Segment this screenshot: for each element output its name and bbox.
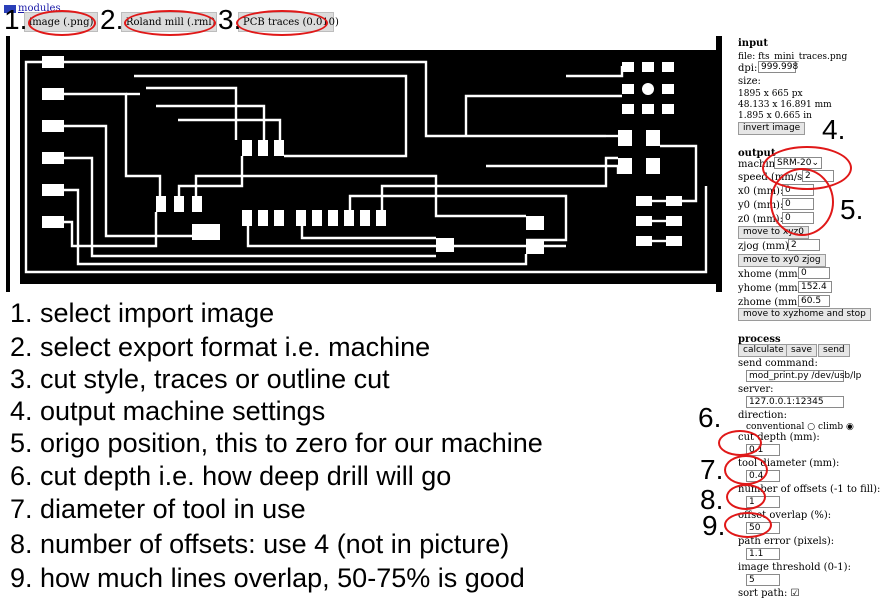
pcb-trace-preview xyxy=(6,36,726,292)
modules-link-label: modules xyxy=(18,3,61,14)
step-marker-6: 6. xyxy=(698,402,722,433)
threshold-label: image threshold (0-1): xyxy=(738,562,851,573)
annotation-oval-3 xyxy=(236,10,328,36)
modules-link[interactable]: modules xyxy=(4,3,61,14)
step-marker-5: 5. xyxy=(840,194,864,225)
path-error-label: path error (pixels): xyxy=(738,536,835,547)
zjog-label: zjog (mm): xyxy=(738,241,793,252)
input-heading: input xyxy=(738,38,768,49)
annotation-oval-7 xyxy=(724,455,768,485)
step-marker-9: 9. xyxy=(702,510,726,541)
move-to-xy0-zjog-button[interactable]: move to xy0 zjog xyxy=(738,254,826,267)
step-marker-8: 8. xyxy=(700,484,724,515)
zhome-input[interactable]: 60.5 xyxy=(798,295,830,307)
send-button[interactable]: send xyxy=(818,344,850,357)
annotation-oval-6 xyxy=(718,430,762,456)
conventional-radio[interactable]: ○ xyxy=(807,422,816,432)
size-label: size: xyxy=(738,76,761,87)
x0-label: x0 (mm): xyxy=(738,186,784,197)
step-marker-4: 4. xyxy=(822,114,846,145)
zjog-input[interactable]: 2 xyxy=(788,239,820,251)
instruction-note-5: 5. origo position, this to zero for our … xyxy=(10,428,543,458)
pcb-trace-image xyxy=(6,36,722,292)
xhome-input[interactable]: 0 xyxy=(798,267,830,279)
dpi-label: dpi: xyxy=(738,63,758,74)
flag-icon xyxy=(4,4,16,13)
calculate-button[interactable]: calculate xyxy=(738,344,789,357)
instruction-note-6: 6. cut depth i.e. how deep drill will go xyxy=(10,461,452,491)
size-mm: 48.133 x 16.891 mm xyxy=(738,100,832,110)
instruction-note-2: 2. select export format i.e. machine xyxy=(10,332,431,362)
size-px: 1895 x 665 px xyxy=(738,89,803,99)
output-heading: output xyxy=(738,148,776,159)
yhome-input[interactable]: 152.4 xyxy=(798,281,832,293)
server-input[interactable]: 127.0.0.1:12345 xyxy=(746,396,844,408)
annotation-oval-2 xyxy=(124,10,216,36)
cut-depth-label: cut depth (mm): xyxy=(738,432,820,443)
server-label: server: xyxy=(738,384,774,395)
step-marker-7: 7. xyxy=(700,454,724,485)
offsets-label: number of offsets (-1 to fill): xyxy=(738,484,880,495)
move-to-xyzhome-button[interactable]: move to xyzhome and stop xyxy=(738,308,871,321)
annotation-oval-1 xyxy=(28,10,96,36)
step-number-3: 3. xyxy=(218,4,242,35)
z0-label: z0 (mm): xyxy=(738,214,783,225)
send-command-input[interactable]: mod_print.py /dev/usb/lp xyxy=(746,370,861,382)
climb-radio[interactable]: ◉ xyxy=(846,422,854,432)
annotation-oval-5 xyxy=(770,168,834,236)
size-in: 1.895 x 0.665 in xyxy=(738,111,812,121)
annotation-oval-9 xyxy=(724,512,772,538)
annotation-oval-8 xyxy=(726,484,766,510)
threshold-input[interactable]: 5 xyxy=(746,574,780,586)
machine-label: machine xyxy=(738,159,782,170)
dpi-input[interactable]: 999.998 xyxy=(758,61,798,73)
overlap-label: offset overlap (%): xyxy=(738,510,832,521)
input-file-name: file: fts_mini_traces.png xyxy=(738,52,848,62)
instruction-note-4: 4. output machine settings xyxy=(10,396,326,426)
instruction-note-9: 9. how much lines overlap, 50-75% is goo… xyxy=(10,563,525,593)
xhome-label: xhome (mm): xyxy=(738,269,805,280)
conventional-option[interactable]: conventional ○ climb ◉ xyxy=(746,421,854,433)
sort-path-label: sort path: ☑ xyxy=(738,588,800,599)
conventional-label: conventional xyxy=(746,422,805,432)
zhome-label: zhome (mm): xyxy=(738,297,805,308)
instruction-note-8: 8. number of offsets: use 4 (not in pict… xyxy=(10,529,510,559)
process-heading: process xyxy=(738,334,781,345)
instruction-note-3: 3. cut style, traces or outline cut xyxy=(10,364,390,394)
save-button[interactable]: save xyxy=(786,344,818,357)
invert-image-button[interactable]: invert image xyxy=(738,122,806,135)
yhome-label: yhome (mm): xyxy=(738,283,805,294)
direction-label: direction: xyxy=(738,410,787,421)
sort-path-checkbox[interactable]: ☑ xyxy=(790,588,800,599)
send-command-label: send command: xyxy=(738,358,818,369)
step-number-1: 1. xyxy=(4,4,28,35)
instruction-note-7: 7. diameter of tool in use xyxy=(10,494,306,524)
climb-label: climb xyxy=(818,422,844,432)
instruction-note-1: 1. select import image xyxy=(10,298,275,328)
path-error-input[interactable]: 1.1 xyxy=(746,548,780,560)
y0-label: y0 (mm): xyxy=(738,200,784,211)
tool-diameter-label: tool diameter (mm): xyxy=(738,458,840,469)
step-number-2: 2. xyxy=(100,4,124,35)
